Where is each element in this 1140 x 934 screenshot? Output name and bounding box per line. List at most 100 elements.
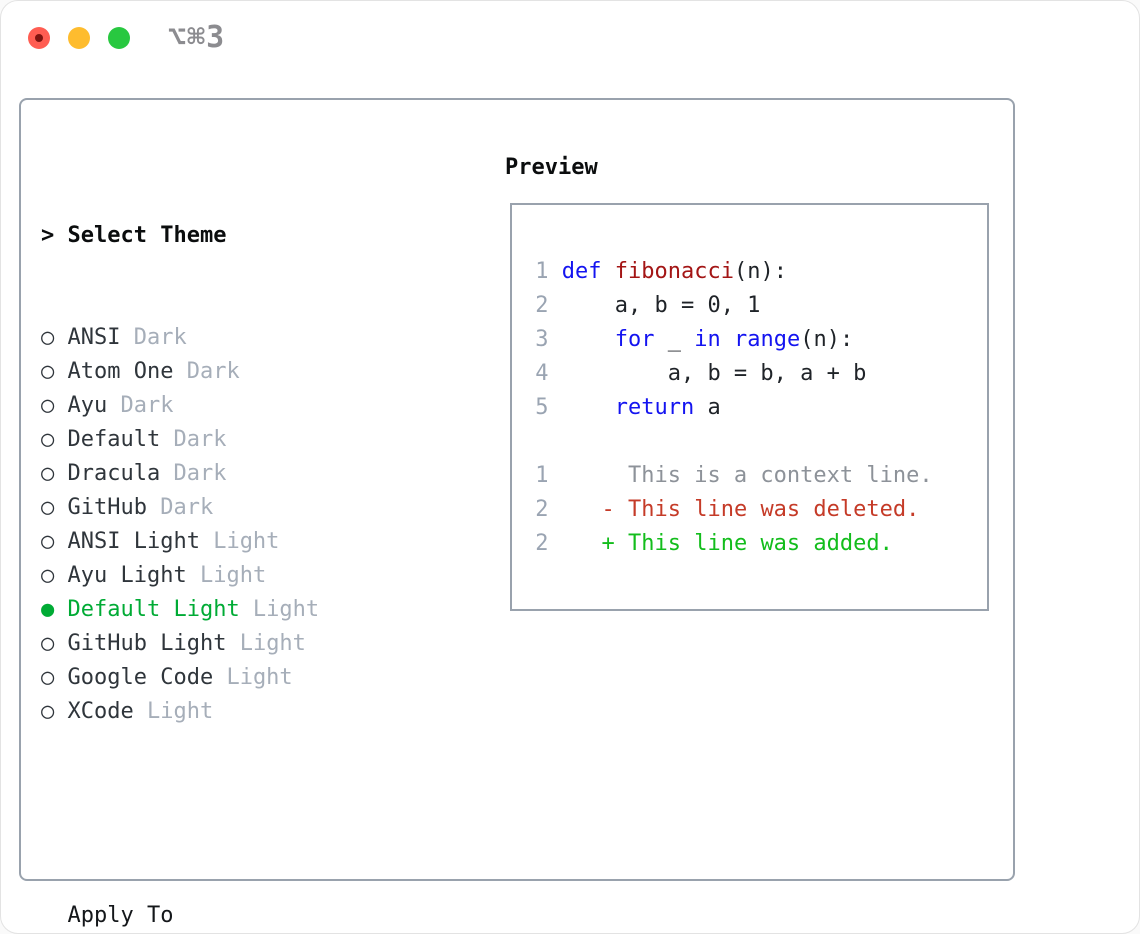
theme-variant: Light [133,699,214,724]
preview-line-4: 4 a, b = b, a + b [522,357,987,391]
theme-variant: Dark [107,393,174,418]
close-button[interactable] [28,27,50,49]
radio-unselected-icon: ○ [41,427,68,452]
code-token-function: fibonacci [614,259,734,284]
theme-variant: Light [213,665,293,690]
preview-line-9: 2 + This line was added. [522,527,987,561]
code-token-keyword: return [614,395,695,420]
code-token-plain: a, b = 0, 1 [561,293,761,318]
radio-unselected-icon: ○ [41,699,68,724]
theme-name: Dracula [67,461,161,486]
titlebar [28,27,130,49]
theme-variant: Light [226,631,306,656]
theme-selector-panel: > Select Theme ○ ANSI Dark○ Atom One Dar… [19,98,1015,928]
code-token-plain [562,497,602,522]
preview-line-1: 1 def fibonacci(n): [522,255,987,289]
code-token-plain: (n): [800,327,854,352]
theme-variant: Dark [160,461,227,486]
select-theme-title: Select Theme [67,223,227,248]
code-token-plain: _ [654,327,695,352]
theme-variant: Dark [160,427,227,452]
code-token-plain [562,395,615,420]
theme-variant: Dark [173,359,240,384]
preview-line-6 [522,425,987,459]
theme-variant: Dark [120,325,187,350]
spacer [41,797,412,831]
preview-pane: 1 def fibonacci(n): 2 a, b = 0, 1 3 for … [510,203,989,611]
theme-name: Default [67,427,161,452]
theme-name: ANSI [67,325,121,350]
code-token-plain: (n): [733,259,787,284]
theme-option-dracula-dark[interactable]: ○ Dracula Dark [41,457,412,491]
theme-name: ANSI Light [67,529,200,554]
radio-unselected-icon: ○ [41,631,68,656]
code-token-keyword: for [614,327,655,352]
code-token-plain [721,327,734,352]
apply-to-indent [41,903,68,928]
theme-list: ○ ANSI Dark○ Atom One Dark○ Ayu Dark○ De… [41,321,412,729]
code-token-added: + This line was added. [601,531,893,556]
line-number: 2 [522,293,562,318]
theme-name: Ayu Light [67,563,187,588]
code-token-deleted: - This line was deleted. [601,497,920,522]
line-number: 4 [522,361,562,386]
theme-name: Google Code [67,665,214,690]
theme-option-ayu-dark[interactable]: ○ Ayu Dark [41,389,412,423]
zoom-button[interactable] [108,27,130,49]
theme-option-google-code-light[interactable]: ○ Google Code Light [41,661,412,695]
theme-option-github-dark[interactable]: ○ GitHub Dark [41,491,412,525]
preview-line-8: 2 - This line was deleted. [522,493,987,527]
line-number: 2 [522,497,562,522]
cursor-prefix: > [41,223,68,248]
code-token-plain [562,531,602,556]
code-token-plain: a [694,395,721,420]
radio-unselected-icon: ○ [41,665,68,690]
preview-line-5: 5 return a [522,391,987,425]
theme-name: Atom One [67,359,174,384]
code-token-context: This is a context line. [561,463,933,488]
select-theme-heading: > Select Theme [41,219,412,253]
preview-line-2: 2 a, b = 0, 1 [522,289,987,323]
minimize-button[interactable] [68,27,90,49]
radio-unselected-icon: ○ [41,495,68,520]
theme-option-default-dark[interactable]: ○ Default Dark [41,423,412,457]
radio-unselected-icon: ○ [41,359,68,384]
theme-variant: Light [239,597,320,622]
theme-option-ansi-light-light[interactable]: ○ ANSI Light Light [41,525,412,559]
theme-variant: Light [186,563,267,588]
theme-option-ansi-dark[interactable]: ○ ANSI Dark [41,321,412,355]
code-token-keyword: range [733,327,801,352]
code-token-keyword: in [694,327,721,352]
preview-line-7: 1 This is a context line. [522,459,987,493]
radio-unselected-icon: ○ [41,461,68,486]
radio-unselected-icon: ○ [41,325,68,350]
theme-name: Default Light [67,597,240,622]
radio-unselected-icon: ○ [41,563,68,588]
preview-line-3: 3 for _ in range(n): [522,323,987,357]
code-token-plain [562,327,615,352]
apply-to-title: Apply To [67,903,174,928]
code-token-keyword: def [561,259,602,284]
theme-name: Ayu [67,393,108,418]
line-number: 5 [522,395,562,420]
line-number: 1 [522,259,562,284]
theme-variant: Dark [146,495,214,520]
radio-unselected-icon: ○ [41,393,68,418]
theme-option-atom-one-dark[interactable]: ○ Atom One Dark [41,355,412,389]
radio-selected-icon: ● [41,597,68,622]
line-number: 1 [522,463,562,488]
theme-option-default-light-light[interactable]: ● Default Light Light [41,593,412,627]
theme-option-xcode-light[interactable]: ○ XCode Light [41,695,412,729]
code-token-plain: a, b = b, a + b [561,361,867,386]
code-token-plain [602,259,615,284]
theme-option-github-light-light[interactable]: ○ GitHub Light Light [41,627,412,661]
theme-option-ayu-light-light[interactable]: ○ Ayu Light Light [41,559,412,593]
theme-name: GitHub [67,495,147,520]
preview-heading: Preview [505,155,598,180]
line-number: 2 [522,531,562,556]
theme-variant: Light [199,529,280,554]
theme-name: GitHub Light [67,631,227,656]
line-number: 3 [522,327,562,352]
window-title: ⌥⌘3 [168,20,226,55]
